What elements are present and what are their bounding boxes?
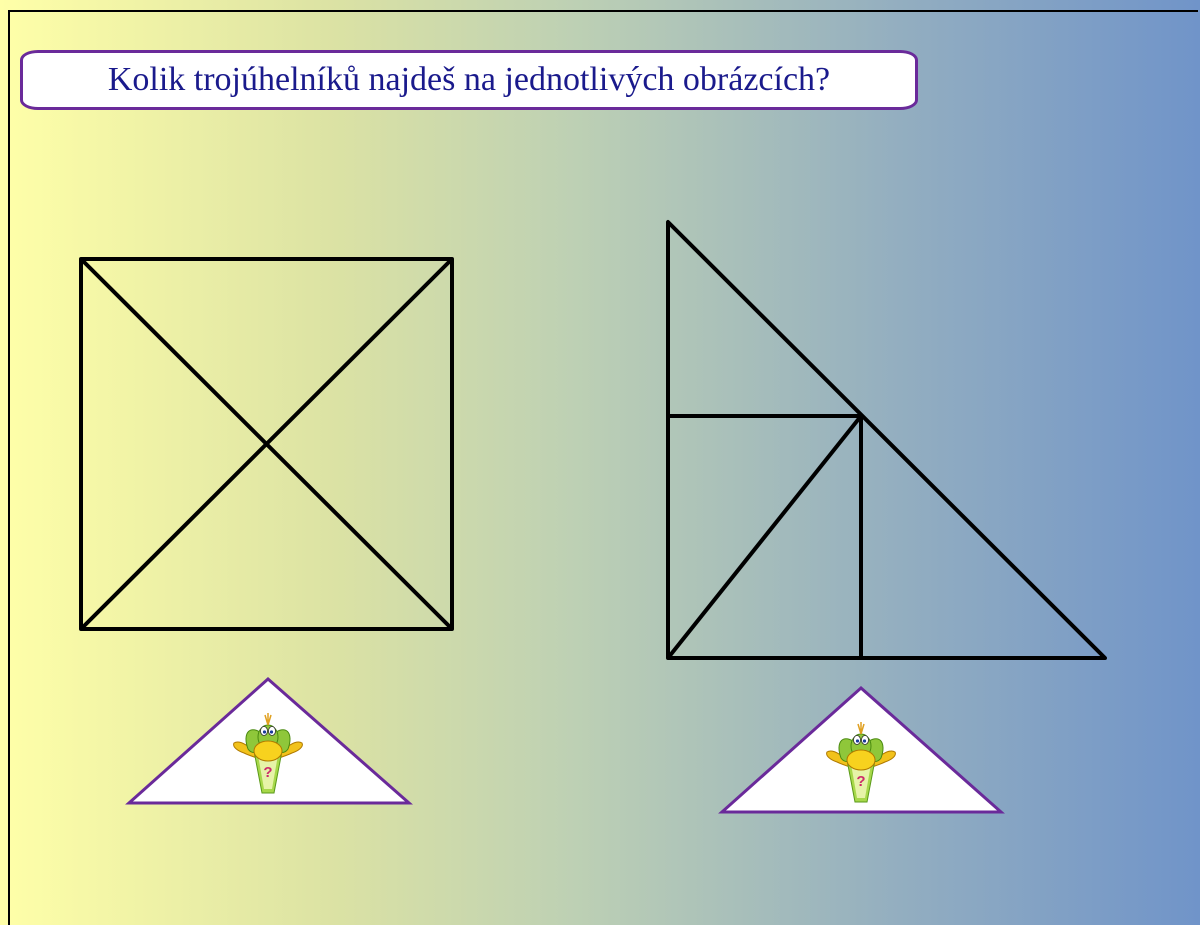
confused-bird-icon: ? xyxy=(232,712,304,794)
question-mark: ? xyxy=(856,773,865,790)
answer-button-2[interactable]: ? xyxy=(718,685,1005,814)
square-diagonal-2 xyxy=(79,257,454,631)
square-outline xyxy=(79,257,454,631)
title-box: Kolik trojúhelníků najdeš na jednotlivýc… xyxy=(20,50,918,110)
triangle-figure xyxy=(666,220,1107,660)
square-figure xyxy=(79,257,454,631)
triangle-outline xyxy=(666,220,1107,660)
answer-button-1[interactable]: ? xyxy=(125,676,413,805)
confused-bird-icon: ? xyxy=(825,721,897,803)
triangle-slant-segment xyxy=(666,414,863,660)
question-mark: ? xyxy=(263,764,272,781)
page-title: Kolik trojúhelníků najdeš na jednotlivýc… xyxy=(107,61,831,98)
